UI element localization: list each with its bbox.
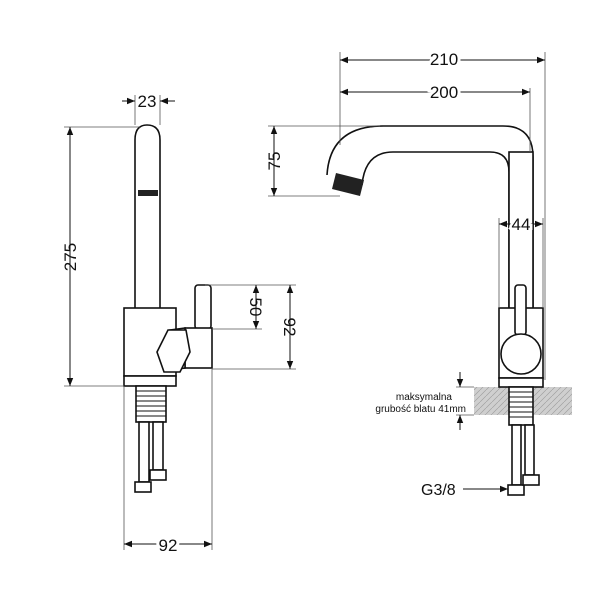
countertop-note-line2: grubość blatu 41mm [375, 404, 466, 415]
connection-thread-label: G3/8 [421, 482, 456, 499]
side-base [123, 375, 177, 387]
front-hose-left [511, 424, 522, 486]
front-hose-fitting-left [507, 484, 525, 496]
front-base [498, 377, 544, 388]
front-lever [514, 284, 527, 336]
dim-side-base-width: 92 [159, 536, 178, 555]
front-cartridge [500, 333, 542, 375]
front-thread [508, 386, 534, 426]
side-thread-lines [136, 390, 166, 417]
dim-front-spout-height: 75 [265, 152, 284, 171]
dim-side-height: 275 [61, 243, 80, 271]
dim-front-body-width: 44 [512, 215, 531, 234]
side-hose-left [138, 421, 150, 483]
side-spout [134, 124, 161, 311]
front-view: 210 200 75 44 maksymalna grubość blatu 4… [265, 47, 572, 499]
dim-front-total-width: 210 [430, 50, 458, 69]
front-spout-tip [332, 173, 364, 196]
front-hose-fitting-right [522, 474, 540, 486]
dim-side-lever-height: 50 [246, 298, 265, 317]
front-column [508, 151, 534, 311]
side-hose-fitting-left [134, 481, 152, 493]
side-hose-right [152, 421, 164, 471]
side-view: 23 275 50 92 92 [61, 92, 299, 558]
countertop-note-line1: maksymalna [396, 392, 453, 403]
front-thread-lines [509, 391, 533, 418]
dim-side-top-width: 23 [138, 92, 157, 111]
front-hose-right [524, 424, 535, 476]
dim-front-reach: 200 [430, 83, 458, 102]
side-spout-aerator [138, 190, 158, 196]
dim-side-body-height: 92 [280, 318, 299, 337]
side-hose-fitting-right [149, 469, 167, 481]
side-lever [194, 284, 212, 330]
side-nut [156, 329, 191, 373]
